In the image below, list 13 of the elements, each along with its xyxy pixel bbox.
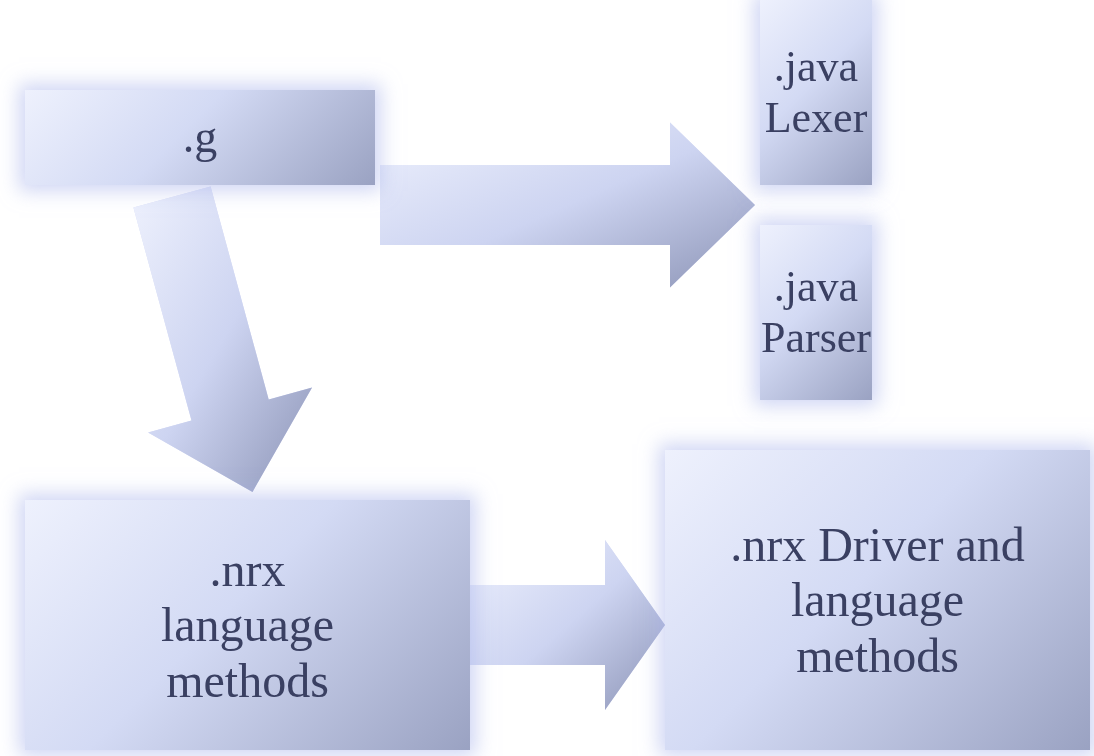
box-label: .java Lexer <box>763 41 869 144</box>
box-label: .nrx Driver and language methods <box>729 517 1026 683</box>
box-label: .java Parser <box>760 261 872 364</box>
process-box <box>25 90 375 185</box>
process-box <box>665 450 1090 750</box>
block-arrow <box>470 540 665 710</box>
block-arrow <box>133 186 313 492</box>
box-label: .g <box>182 111 218 164</box>
process-box <box>25 500 470 750</box>
process-box <box>760 225 872 400</box>
process-box <box>760 0 872 185</box>
box-label: .nrx language methods <box>159 542 336 708</box>
block-arrow <box>380 122 755 288</box>
